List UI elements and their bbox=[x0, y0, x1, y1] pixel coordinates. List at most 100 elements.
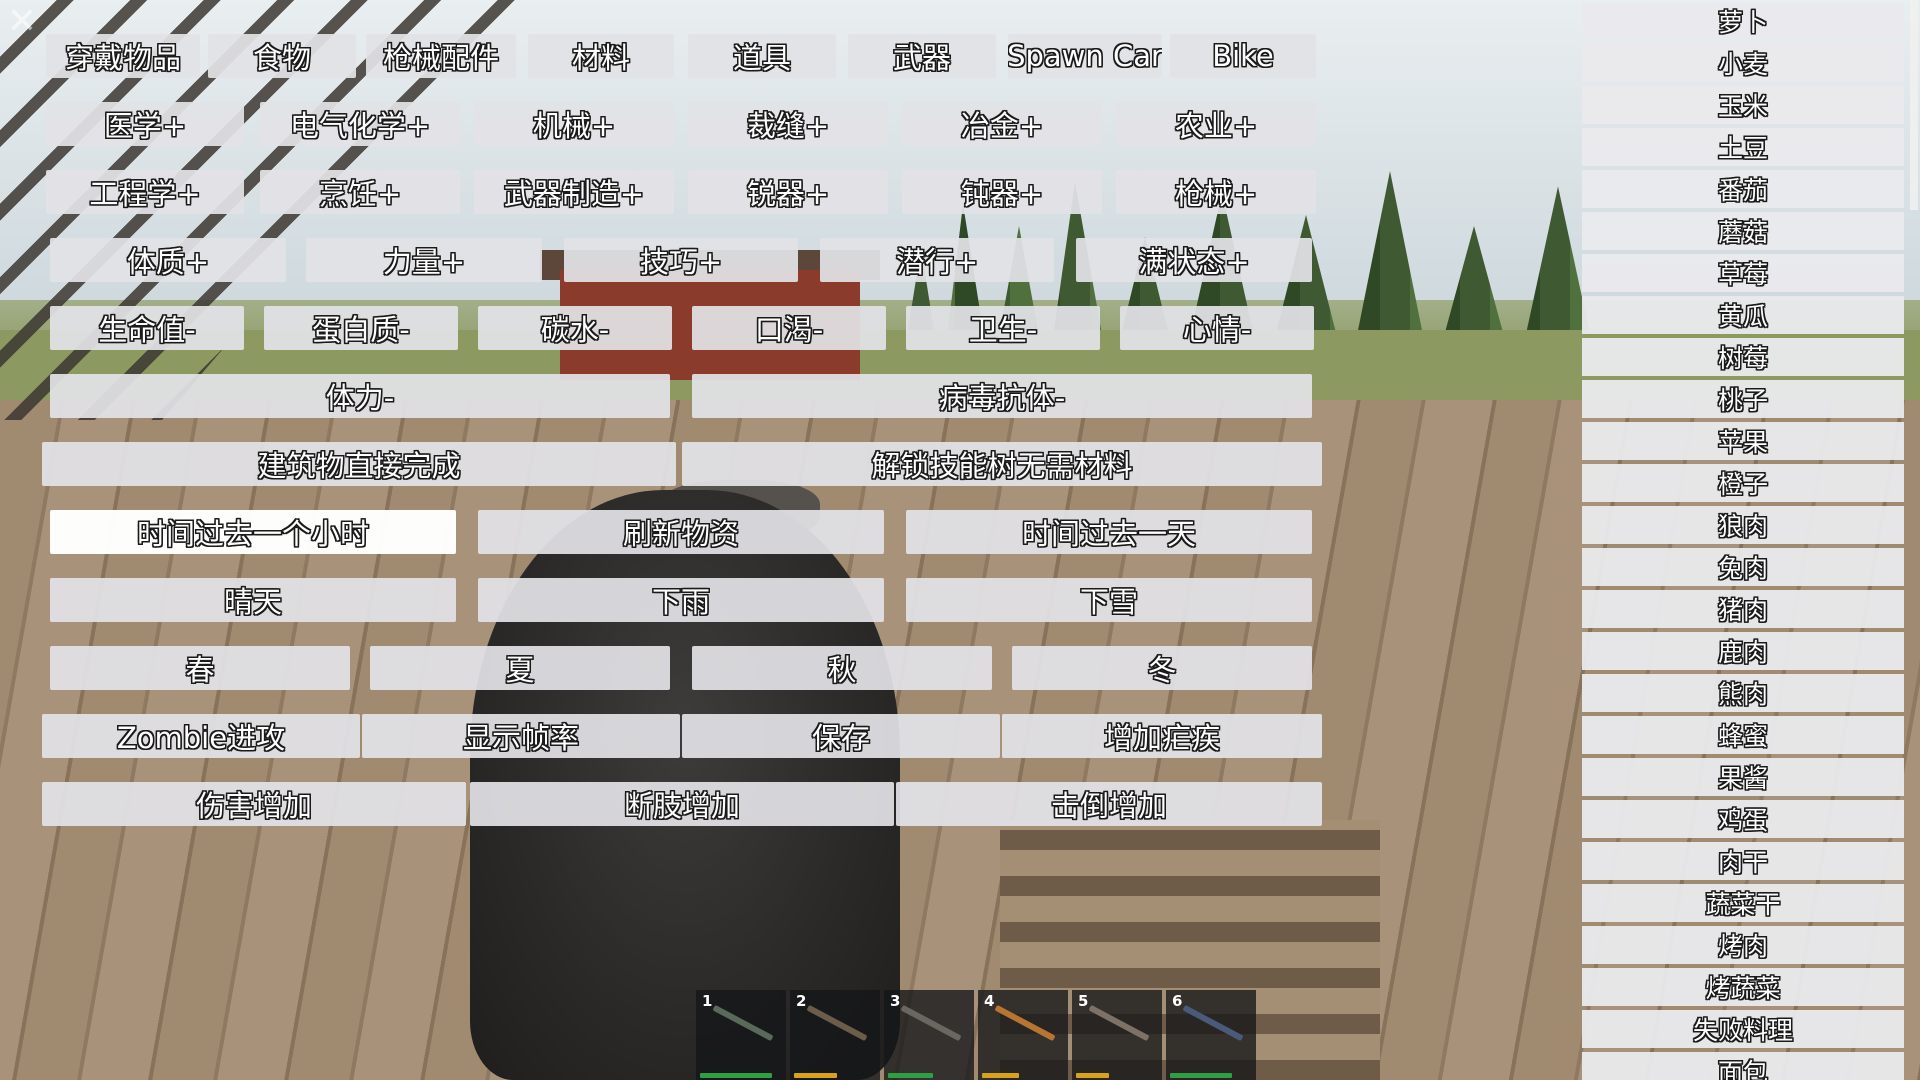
add-malaria-button[interactable]: 增加疟疾 bbox=[1002, 714, 1322, 758]
thirst-minus-button[interactable]: 口渴- bbox=[692, 306, 886, 350]
medicine-plus-button[interactable]: 医学+ bbox=[46, 102, 244, 146]
hotbar-slot-5[interactable]: 5 bbox=[1072, 990, 1162, 1080]
food-list-item[interactable]: 树莓 bbox=[1582, 338, 1904, 376]
durability-bar bbox=[794, 1073, 837, 1078]
blades-plus-button[interactable]: 锐器+ bbox=[688, 170, 888, 214]
skill-plus-button[interactable]: 技巧+ bbox=[564, 238, 798, 282]
food-list-item[interactable]: 橙子 bbox=[1582, 464, 1904, 502]
food-list-item[interactable]: 烤蔬菜 bbox=[1582, 968, 1904, 1006]
food-list-item[interactable]: 熊肉 bbox=[1582, 674, 1904, 712]
food-list-item[interactable]: 草莓 bbox=[1582, 254, 1904, 292]
summer-button[interactable]: 夏 bbox=[370, 646, 670, 690]
spring-button[interactable]: 春 bbox=[50, 646, 350, 690]
durability-bar bbox=[888, 1073, 933, 1078]
stamina-minus-button[interactable]: 体力- bbox=[50, 374, 670, 418]
tab-gun-attachments[interactable]: 枪械配件 bbox=[366, 34, 516, 78]
blunt-plus-button[interactable]: 钝器+ bbox=[902, 170, 1102, 214]
protein-minus-button[interactable]: 蛋白质- bbox=[264, 306, 458, 350]
tab-wearables[interactable]: 穿戴物品 bbox=[46, 34, 200, 78]
zombie-attack-button[interactable]: Zombie进攻 bbox=[42, 714, 360, 758]
food-list-item[interactable]: 桃子 bbox=[1582, 380, 1904, 418]
close-icon[interactable]: ✕ bbox=[6, 1, 38, 42]
unlock-skill-tree-button[interactable]: 解锁技能树无需材料 bbox=[682, 442, 1322, 486]
health-minus-button[interactable]: 生命值- bbox=[50, 306, 244, 350]
food-item-list[interactable]: 萝卜小麦玉米土豆番茄蘑菇草莓黄瓜树莓桃子苹果橙子狼肉兔肉猪肉鹿肉熊肉蜂蜜果酱鸡蛋… bbox=[1582, 0, 1908, 1080]
food-list-item[interactable]: 黄瓜 bbox=[1582, 296, 1904, 334]
food-list-item[interactable]: 果酱 bbox=[1582, 758, 1904, 796]
skip-one-day-button[interactable]: 时间过去一天 bbox=[906, 510, 1312, 554]
food-list-item[interactable]: 蔬菜干 bbox=[1582, 884, 1904, 922]
food-list-item[interactable]: 烤肉 bbox=[1582, 926, 1904, 964]
refresh-supplies-button[interactable]: 刷新物资 bbox=[478, 510, 884, 554]
firearms-plus-button[interactable]: 枪械+ bbox=[1116, 170, 1316, 214]
item-list-scrollbar[interactable] bbox=[1910, 0, 1918, 210]
hotbar-slot-number: 2 bbox=[796, 992, 807, 1010]
virus-antibody-minus-button[interactable]: 病毒抗体- bbox=[692, 374, 1312, 418]
electrochemistry-plus-button[interactable]: 电气化学+ bbox=[260, 102, 460, 146]
winter-button[interactable]: 冬 bbox=[1012, 646, 1312, 690]
hammer-icon bbox=[994, 1004, 1056, 1042]
rain-button[interactable]: 下雨 bbox=[478, 578, 884, 622]
damage-increase-button[interactable]: 伤害增加 bbox=[42, 782, 466, 826]
tab-materials[interactable]: 材料 bbox=[528, 34, 674, 78]
tab-bike[interactable]: Bike bbox=[1170, 34, 1316, 78]
food-list-item[interactable]: 猪肉 bbox=[1582, 590, 1904, 628]
durability-bar bbox=[1170, 1073, 1232, 1078]
full-status-plus-button[interactable]: 满状态+ bbox=[1076, 238, 1312, 282]
cooking-plus-button[interactable]: 烹饪+ bbox=[260, 170, 460, 214]
constitution-plus-button[interactable]: 体质+ bbox=[50, 238, 286, 282]
hygiene-minus-button[interactable]: 卫生- bbox=[906, 306, 1100, 350]
save-button[interactable]: 保存 bbox=[682, 714, 1000, 758]
tab-food[interactable]: 食物 bbox=[208, 34, 356, 78]
tab-tools[interactable]: 道具 bbox=[688, 34, 836, 78]
food-list-item[interactable]: 兔肉 bbox=[1582, 548, 1904, 586]
food-list-item[interactable]: 玉米 bbox=[1582, 86, 1904, 124]
food-list-item[interactable]: 苹果 bbox=[1582, 422, 1904, 460]
hotbar-slot-2[interactable]: 2 bbox=[790, 990, 880, 1080]
dismember-increase-button[interactable]: 断肢增加 bbox=[470, 782, 894, 826]
food-list-item[interactable]: 番茄 bbox=[1582, 170, 1904, 208]
agriculture-plus-button[interactable]: 农业+ bbox=[1116, 102, 1316, 146]
food-list-item[interactable]: 蘑菇 bbox=[1582, 212, 1904, 250]
food-list-item[interactable]: 鸡蛋 bbox=[1582, 800, 1904, 838]
autumn-button[interactable]: 秋 bbox=[692, 646, 992, 690]
hotbar-slot-number: 3 bbox=[890, 992, 901, 1010]
hotbar-slot-6[interactable]: 6 bbox=[1166, 990, 1256, 1080]
sunny-button[interactable]: 晴天 bbox=[50, 578, 456, 622]
food-list-item[interactable]: 蜂蜜 bbox=[1582, 716, 1904, 754]
food-list-item[interactable]: 小麦 bbox=[1582, 44, 1904, 82]
food-list-item[interactable]: 鹿肉 bbox=[1582, 632, 1904, 670]
tailoring-plus-button[interactable]: 裁缝+ bbox=[688, 102, 888, 146]
show-fps-button[interactable]: 显示帧率 bbox=[362, 714, 680, 758]
durability-bar bbox=[700, 1073, 772, 1078]
hotbar-slot-number: 6 bbox=[1172, 992, 1183, 1010]
mechanics-plus-button[interactable]: 机械+ bbox=[474, 102, 674, 146]
instant-build-button[interactable]: 建筑物直接完成 bbox=[42, 442, 676, 486]
hotbar-slot-4[interactable]: 4 bbox=[978, 990, 1068, 1080]
weaponsmithing-plus-button[interactable]: 武器制造+ bbox=[474, 170, 674, 214]
hotbar-slot-3[interactable]: 3 bbox=[884, 990, 974, 1080]
axe-icon bbox=[806, 1004, 868, 1042]
knockdown-increase-button[interactable]: 击倒增加 bbox=[896, 782, 1322, 826]
carbs-minus-button[interactable]: 碳水- bbox=[478, 306, 672, 350]
food-list-item[interactable]: 萝卜 bbox=[1582, 2, 1904, 40]
food-list-item[interactable]: 面包 bbox=[1582, 1052, 1904, 1080]
strength-plus-button[interactable]: 力量+ bbox=[306, 238, 542, 282]
pickaxe-icon bbox=[900, 1004, 962, 1042]
food-list-item[interactable]: 肉干 bbox=[1582, 842, 1904, 880]
hotbar-slot-1[interactable]: 1 bbox=[696, 990, 786, 1080]
skip-one-hour-button[interactable]: 时间过去一个小时 bbox=[50, 510, 456, 554]
durability-bar bbox=[982, 1073, 1019, 1078]
tab-spawn-car[interactable]: Spawn Car bbox=[1008, 34, 1162, 78]
mood-minus-button[interactable]: 心情- bbox=[1120, 306, 1314, 350]
metallurgy-plus-button[interactable]: 冶金+ bbox=[902, 102, 1102, 146]
engineering-plus-button[interactable]: 工程学+ bbox=[46, 170, 244, 214]
food-list-item[interactable]: 狼肉 bbox=[1582, 506, 1904, 544]
spear-icon bbox=[1088, 1004, 1150, 1042]
food-list-item[interactable]: 失败料理 bbox=[1582, 1010, 1904, 1048]
food-list-item[interactable]: 土豆 bbox=[1582, 128, 1904, 166]
snow-button[interactable]: 下雪 bbox=[906, 578, 1312, 622]
tab-weapons[interactable]: 武器 bbox=[848, 34, 996, 78]
stealth-plus-button[interactable]: 潜行+ bbox=[820, 238, 1054, 282]
